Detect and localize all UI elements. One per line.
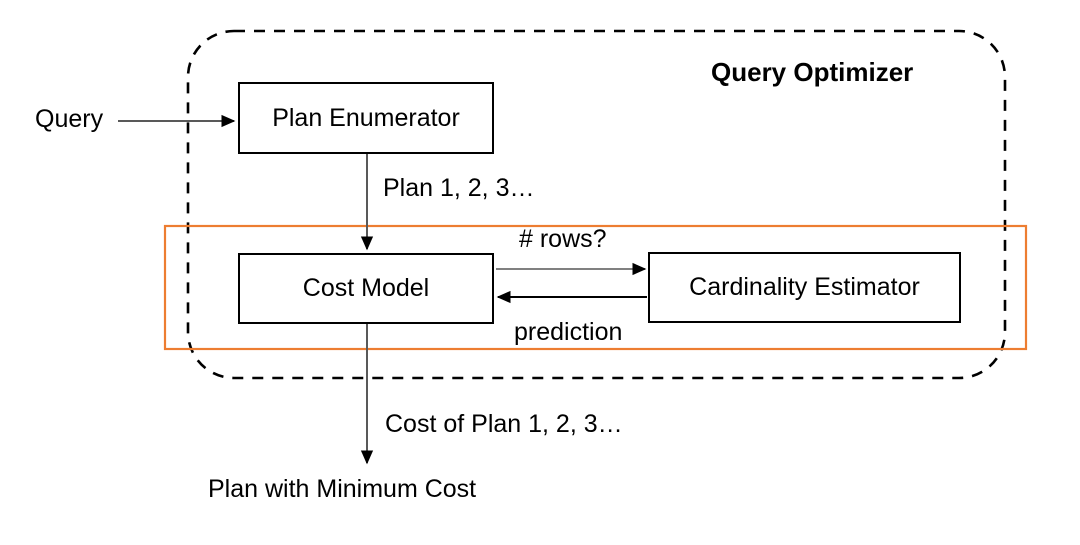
node-plan-enumerator-label: Plan Enumerator bbox=[272, 103, 460, 132]
cost-estimation-highlight bbox=[163, 224, 1028, 351]
edge-label-prediction: prediction bbox=[514, 318, 623, 346]
node-cost-model-label: Cost Model bbox=[302, 274, 430, 302]
node-cardinality-estimator[interactable]: Cardinality Estimator bbox=[648, 252, 961, 323]
edge-label-plan-list: Plan 1, 2, 3… bbox=[383, 174, 535, 202]
input-label-query: Query bbox=[35, 105, 104, 133]
node-cardinality-estimator-label: Cardinality Estimator bbox=[689, 273, 920, 301]
query-optimizer-boundary bbox=[186, 29, 1007, 380]
edge-label-cost-of-plans: Cost of Plan 1, 2, 3… bbox=[385, 410, 623, 438]
output-label-min-cost-plan: Plan with Minimum Cost bbox=[208, 475, 477, 503]
query-optimizer-title: Query Optimizer bbox=[711, 57, 914, 87]
edge-label-num-rows: # rows? bbox=[519, 225, 607, 253]
node-cost-model[interactable]: Cost Model bbox=[238, 253, 494, 324]
node-plan-enumerator[interactable]: Plan Enumerator bbox=[238, 82, 494, 154]
